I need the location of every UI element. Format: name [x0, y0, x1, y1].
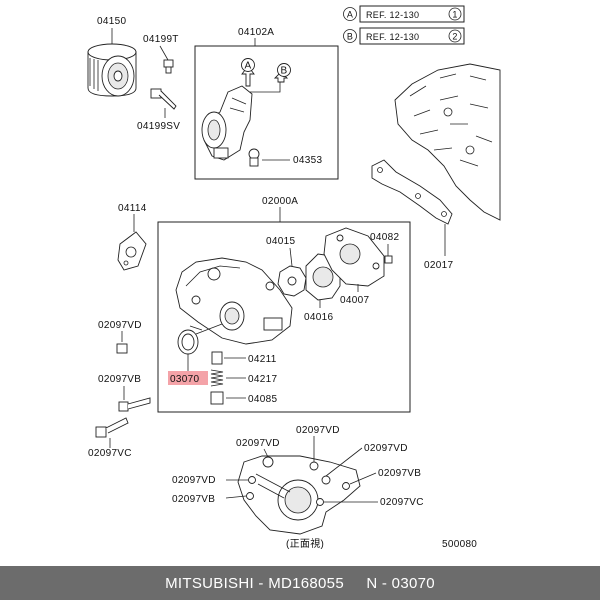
- ref-b-letter: B: [347, 32, 353, 42]
- ref-b-num-circle: [448, 29, 462, 43]
- footer-bar: MITSUBISHI - MD168055 N - 03070: [0, 566, 600, 600]
- label-04085: 04085: [248, 394, 277, 405]
- ref-a-box: [359, 5, 465, 23]
- label-bottom-02097vb-2: 02097VB: [172, 494, 215, 505]
- ref-a-letter: A: [347, 10, 353, 20]
- label-02017: 02017: [424, 260, 453, 271]
- ref-a: A REF. 12-130 1: [343, 5, 465, 23]
- ref-a-num: 1: [452, 10, 457, 20]
- label-02000a: 02000A: [262, 196, 298, 207]
- assembly-04102a: 04102A A B 04353: [194, 27, 339, 180]
- label-04199sv: 04199SV: [137, 121, 180, 132]
- part-03070-highlight: [168, 371, 208, 385]
- label-04114: 04114: [118, 203, 147, 214]
- label-bottom-02097vd-3: 02097VD: [364, 443, 408, 454]
- bolt-04199t: 04199T: [143, 34, 179, 74]
- ref-b-num: 2: [452, 32, 457, 42]
- label-02097vc-left: 02097VC: [88, 448, 132, 459]
- label-04102a: 04102A: [238, 27, 274, 38]
- footer-part-number: MD168055: [268, 574, 344, 592]
- ref-a-text: REF. 12-130: [366, 10, 419, 20]
- oil-filter: 04150: [87, 16, 137, 97]
- parts-diagram: A REF. 12-130 1 B REF. 12-130 2 04150 04…: [87, 5, 501, 550]
- bolt-02097vb-left: 02097VB: [98, 374, 151, 412]
- ref-b-circle: [343, 29, 357, 43]
- arrow-b-label: B: [281, 66, 288, 77]
- label-bottom-02097vd-2: 02097VD: [296, 425, 340, 436]
- engine-block: 02017: [371, 63, 501, 271]
- arrow-a-label: A: [245, 61, 252, 72]
- bolt-02097vd-left: 02097VD: [98, 320, 142, 354]
- label-02097vd-left: 02097VD: [98, 320, 142, 331]
- label-04015: 04015: [266, 236, 295, 247]
- label-04217: 04217: [248, 374, 277, 385]
- bolt-02097vc-left: 02097VC: [88, 417, 132, 459]
- label-04150: 04150: [97, 16, 126, 27]
- label-04016: 04016: [304, 312, 333, 323]
- label-04199t: 04199T: [143, 34, 179, 45]
- label-bottom-02097vc: 02097VC: [380, 497, 424, 508]
- label-04211: 04211: [248, 354, 277, 365]
- label-bottom-02097vd-1: 02097VD: [236, 438, 280, 449]
- label-04082: 04082: [370, 232, 399, 243]
- label-04353: 04353: [293, 155, 322, 166]
- label-bottom-02097vd-4: 02097VD: [172, 475, 216, 486]
- label-bottom-02097vb-1: 02097VB: [378, 468, 421, 479]
- gasket-04114: 04114: [117, 203, 147, 271]
- bolt-04199sv: 04199SV: [137, 88, 180, 132]
- ref-a-circle: [343, 7, 357, 21]
- ref-b-text: REF. 12-130: [366, 32, 419, 42]
- diagram-number: 500080: [442, 539, 477, 550]
- assembly-02000a: 02000A 04015 04016 04007 04082: [157, 196, 411, 413]
- front-view-caption: (正面視): [286, 537, 324, 550]
- footer-brand: MITSUBISHI: [165, 574, 254, 592]
- label-04007: 04007: [340, 295, 369, 306]
- label-03070: 03070: [170, 374, 199, 385]
- footer-ref: N - 03070: [366, 574, 435, 592]
- ref-b-box: [359, 27, 465, 45]
- ref-a-num-circle: [448, 7, 462, 21]
- ref-b: B REF. 12-130 2: [343, 27, 465, 45]
- front-view: 02097VD 02097VD 02097VD 02097VD 02097VB …: [172, 425, 477, 550]
- label-02097vb-left: 02097VB: [98, 374, 141, 385]
